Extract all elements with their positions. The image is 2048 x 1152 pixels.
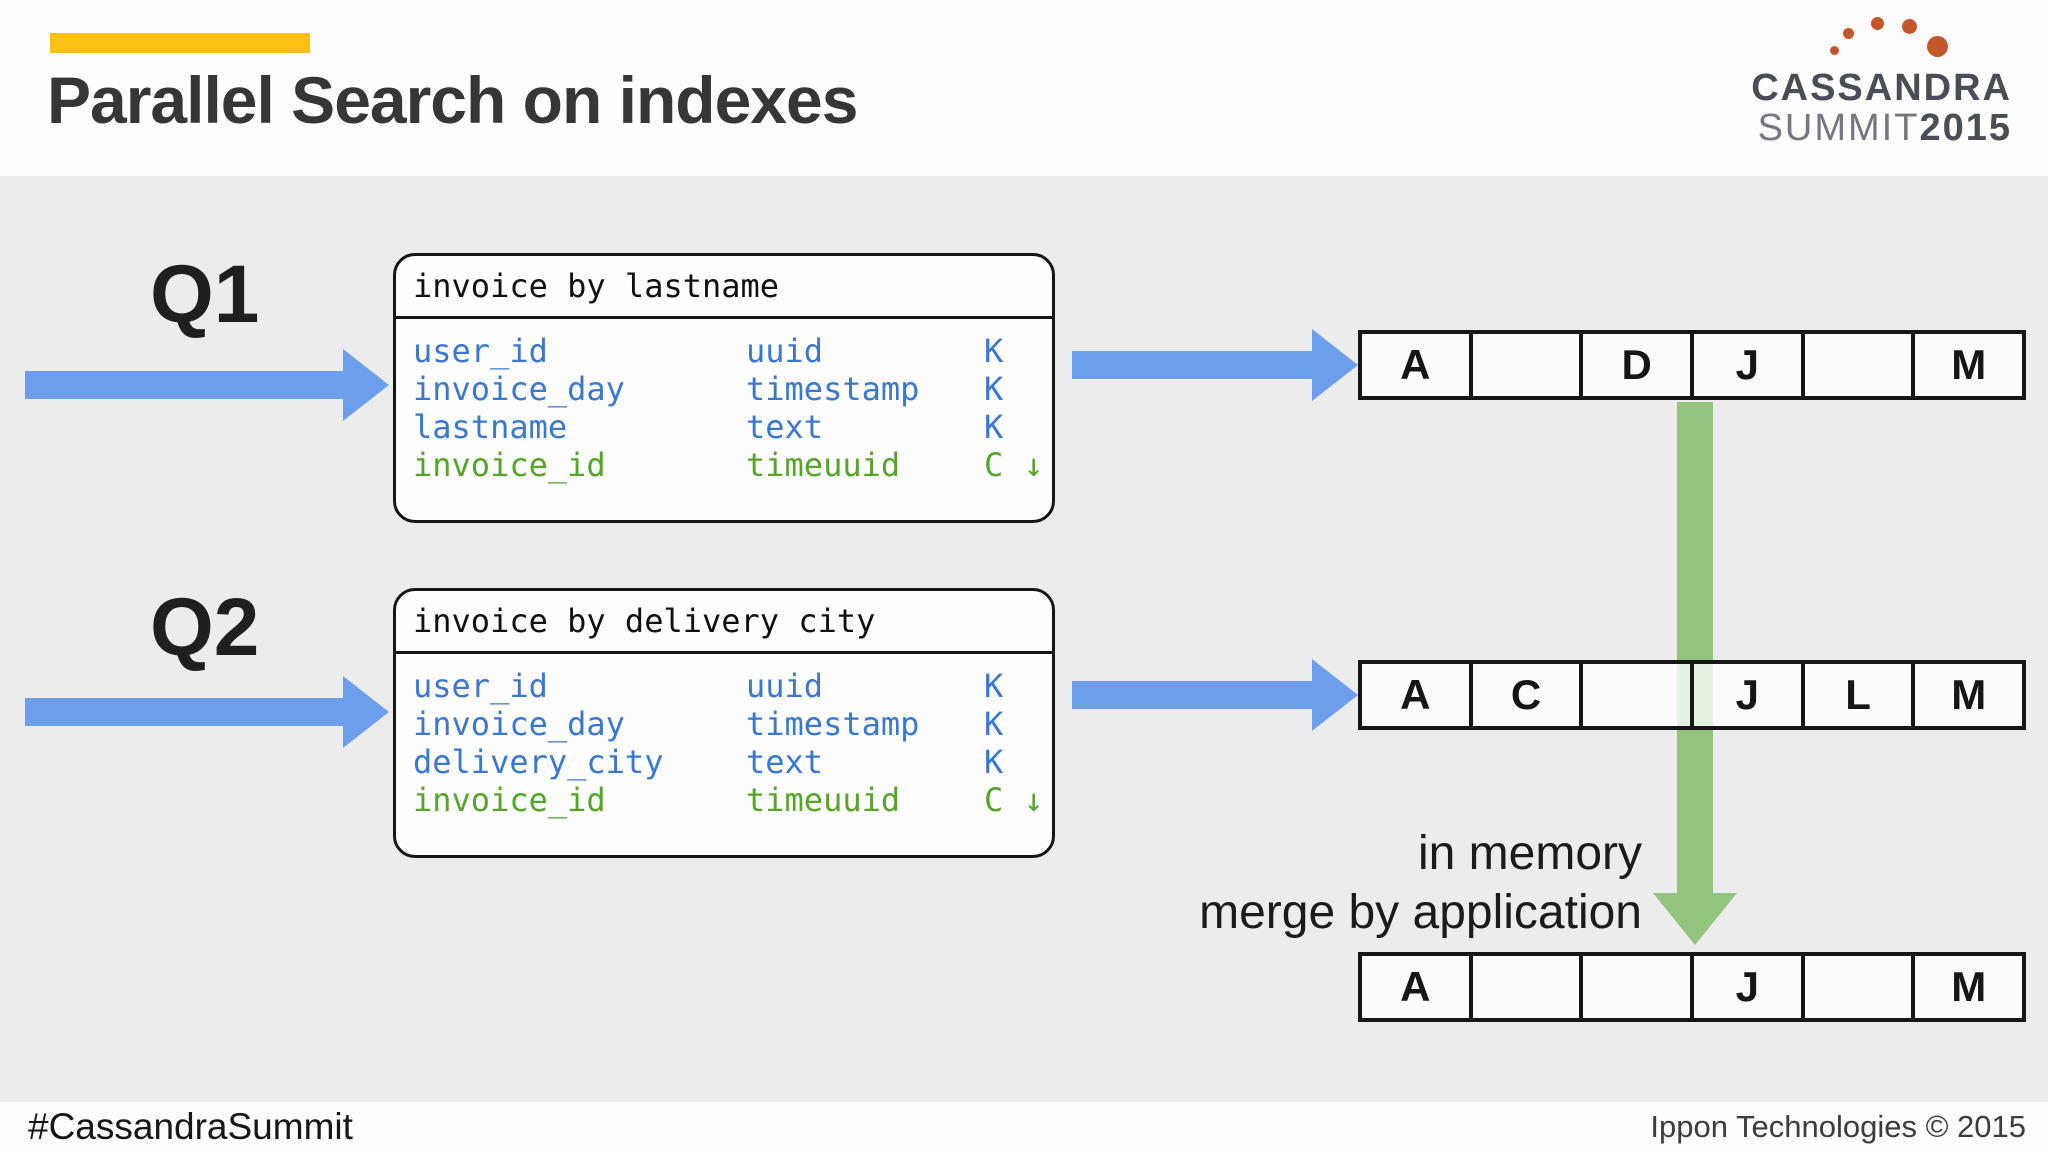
schema-row: delivery_city text K	[413, 743, 1052, 781]
page-title: Parallel Search on indexes	[47, 63, 858, 137]
query2-label: Q2	[150, 582, 260, 673]
schema-q2-title: invoice by delivery city	[396, 591, 1052, 654]
index-cell: D	[1583, 334, 1695, 396]
key-flag: K	[984, 408, 1004, 446]
query1-label: Q1	[150, 249, 260, 340]
schema-row: invoice_id timeuuid C ↓	[413, 781, 1052, 819]
index-cell: M	[1915, 334, 2023, 396]
column-name: invoice_id	[413, 446, 606, 484]
logo-dot-icon	[1830, 46, 1839, 55]
column-name: user_id	[413, 332, 548, 370]
logo-dot-icon	[1843, 28, 1854, 39]
column-name: lastname	[413, 408, 568, 446]
column-name: user_id	[413, 667, 548, 705]
schema-row: invoice_day timestamp K	[413, 705, 1052, 743]
merge-annotation: in memory merge by application	[1199, 824, 1642, 942]
schema-q1-title: invoice by lastname	[396, 256, 1052, 319]
hashtag: #CassandraSummit	[28, 1106, 353, 1147]
key-flag: C	[984, 446, 1004, 484]
column-type: text	[746, 743, 824, 781]
sort-order-icon: ↓	[1024, 446, 1044, 484]
key-flag: K	[984, 705, 1004, 743]
index-cell: L	[1804, 664, 1916, 726]
index-cell: A	[1362, 956, 1473, 1018]
index-cell: J	[1694, 334, 1805, 396]
sort-order-icon: ↓	[1024, 781, 1044, 819]
merge-annotation-line1: in memory	[1417, 827, 1642, 880]
schema-row: lastname text K	[413, 408, 1052, 446]
index-row-q1: A D J M	[1358, 330, 2026, 400]
index-cell	[1472, 956, 1584, 1018]
index-cell: A	[1362, 334, 1473, 396]
schema-row: user_id uuid K	[413, 332, 1052, 370]
copyright: Ippon Technologies © 2015	[1650, 1109, 2026, 1144]
index-cell: C	[1472, 664, 1584, 726]
q1-result-arrowhead-icon	[1312, 329, 1358, 401]
index-cell	[1804, 334, 1916, 396]
index-row-merged: A J M	[1358, 952, 2026, 1022]
schema-row: invoice_day timestamp K	[413, 370, 1052, 408]
logo-dot-icon	[1871, 17, 1884, 30]
index-cell: J	[1694, 956, 1805, 1018]
schema-row: invoice_id timeuuid C ↓	[413, 446, 1052, 484]
column-name: invoice_day	[413, 370, 625, 408]
accent-bar	[50, 33, 310, 53]
key-flag: K	[984, 332, 1004, 370]
column-type: timeuuid	[746, 781, 901, 819]
index-cell	[1804, 956, 1916, 1018]
q1-result-arrow	[1072, 351, 1314, 379]
key-flag: K	[984, 667, 1004, 705]
column-type: uuid	[746, 332, 824, 370]
index-cell	[1472, 334, 1584, 396]
key-flag: K	[984, 370, 1004, 408]
column-type: timeuuid	[746, 446, 901, 484]
logo-dot-icon	[1927, 36, 1948, 57]
column-type: uuid	[746, 667, 824, 705]
q2-input-arrow	[25, 698, 345, 726]
key-flag: K	[984, 743, 1004, 781]
index-cell	[1583, 956, 1695, 1018]
column-name: invoice_day	[413, 705, 625, 743]
q1-input-arrow	[25, 371, 345, 399]
slide-header: Parallel Search on indexes CASSANDRA SUM…	[0, 0, 2048, 176]
q2-result-arrow	[1072, 681, 1314, 709]
index-cell: A	[1362, 664, 1473, 726]
schema-row: user_id uuid K	[413, 667, 1052, 705]
index-cell: M	[1915, 664, 2023, 726]
logo-year: 2015	[1919, 107, 2012, 149]
q2-input-arrowhead-icon	[343, 676, 389, 748]
column-type: timestamp	[746, 370, 920, 408]
merge-arrowhead-icon	[1653, 893, 1737, 945]
slide-footer: #CassandraSummit Ippon Technologies © 20…	[0, 1102, 2048, 1152]
column-name: invoice_id	[413, 781, 606, 819]
merge-arrow-shaft	[1677, 402, 1713, 895]
key-flag: C	[984, 781, 1004, 819]
cassandra-summit-logo: CASSANDRA SUMMIT2015	[1751, 68, 2012, 148]
index-row-q2: A C J L M	[1358, 660, 2026, 730]
column-type: text	[746, 408, 824, 446]
index-cell: J	[1694, 664, 1805, 726]
logo-summit: SUMMIT	[1757, 107, 1920, 149]
logo-line2: SUMMIT2015	[1751, 108, 2012, 148]
logo-dot-icon	[1902, 19, 1917, 34]
logo-line1: CASSANDRA	[1751, 67, 2012, 109]
q1-input-arrowhead-icon	[343, 349, 389, 421]
column-name: delivery_city	[413, 743, 664, 781]
column-type: timestamp	[746, 705, 920, 743]
index-cell	[1583, 664, 1695, 726]
q2-result-arrowhead-icon	[1312, 659, 1358, 731]
merge-annotation-line2: merge by application	[1199, 886, 1642, 939]
index-cell: M	[1915, 956, 2023, 1018]
